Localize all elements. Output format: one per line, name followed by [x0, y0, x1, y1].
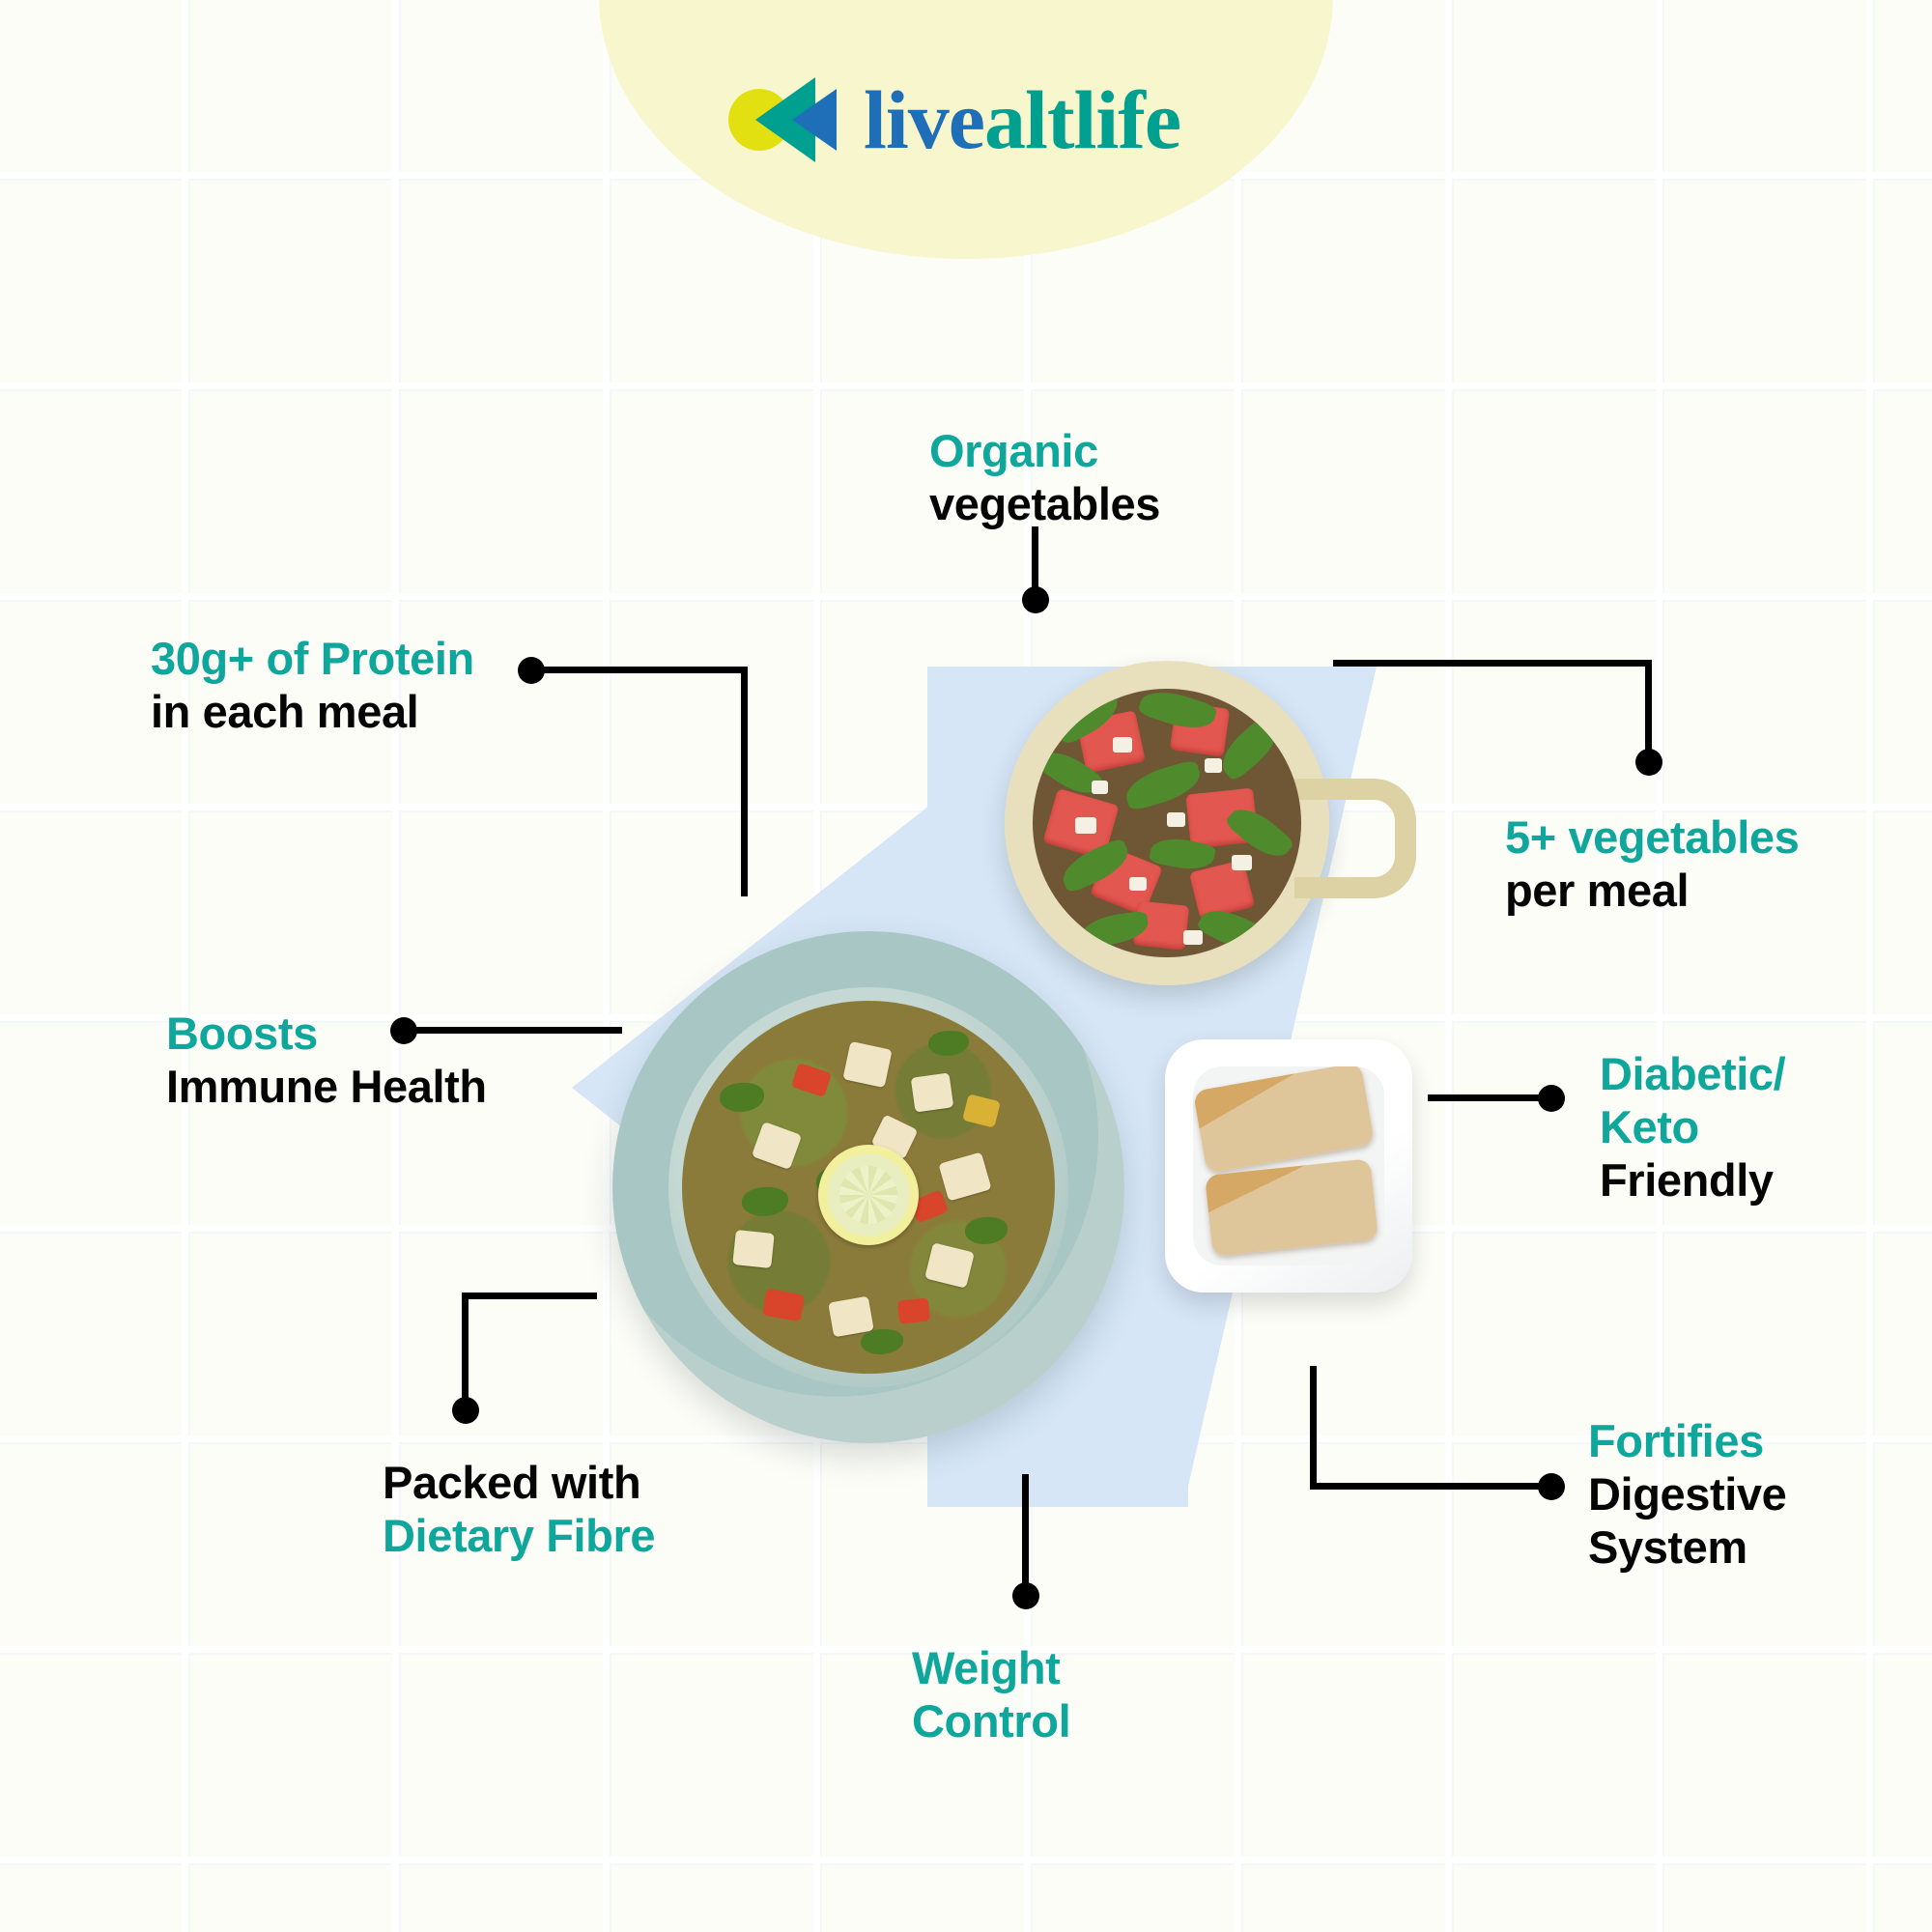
connector-dot-diabetic-keto	[1538, 1085, 1565, 1112]
feature-line2: Immune Health	[166, 1060, 487, 1112]
feature-line3: System	[1588, 1520, 1747, 1573]
feature-line1: Diabetic/	[1600, 1048, 1786, 1099]
connector-protein-h	[533, 667, 748, 673]
logo-text-altlife: altlife	[983, 73, 1181, 166]
lemon-slice	[818, 1144, 919, 1245]
feature-label-protein: 30g+ of Protein in each meal	[151, 633, 474, 739]
feature-line2: Dietary Fibre	[383, 1509, 656, 1561]
connector-fibre-h	[462, 1293, 597, 1299]
feature-line2: Control	[912, 1694, 1071, 1747]
connector-diabetic-keto-h	[1428, 1094, 1551, 1101]
bread-dish-well	[1193, 1066, 1384, 1265]
feature-line1: Packed with	[383, 1457, 641, 1508]
feature-line1: Weight	[912, 1642, 1061, 1693]
connector-organic-vegetables	[1032, 526, 1038, 604]
soup-bowl-rim	[668, 987, 1068, 1387]
feature-label-digestive-system: Fortifies Digestive System	[1588, 1415, 1787, 1575]
triangle-blue-icon	[792, 89, 837, 151]
feature-label-diabetic-keto: Diabetic/ Keto Friendly	[1600, 1048, 1786, 1208]
logo-text-live: live	[864, 73, 985, 166]
feature-label-dietary-fibre: Packed with Dietary Fibre	[383, 1457, 656, 1563]
connector-five-veg-h	[1333, 660, 1652, 667]
connector-dot-digestive	[1538, 1473, 1565, 1500]
connector-five-veg-v	[1645, 660, 1652, 766]
soup-contents	[682, 1001, 1055, 1374]
feature-label-organic-vegetables: Organic vegetables	[929, 425, 1160, 531]
connector-dot-weight-control	[1012, 1582, 1039, 1609]
connector-protein-v	[741, 667, 748, 896]
logo-mark	[728, 75, 864, 164]
connector-weight-control-v	[1022, 1474, 1029, 1600]
connector-dot-organic-vegetables	[1022, 586, 1049, 613]
connector-immune-health-h	[406, 1027, 622, 1034]
soup-bowl-image	[612, 931, 1124, 1443]
feature-line2: in each meal	[151, 685, 419, 737]
feature-label-weight-control: Weight Control	[912, 1642, 1071, 1748]
connector-fibre-v	[462, 1293, 469, 1414]
feature-line3: Friendly	[1600, 1153, 1774, 1206]
connector-digestive-v	[1310, 1366, 1317, 1490]
feature-line2: Digestive	[1588, 1467, 1787, 1520]
connector-digestive-h	[1310, 1483, 1551, 1490]
connector-dot-five-veg	[1635, 749, 1662, 776]
salad-contents	[1033, 689, 1301, 957]
connector-dot-fibre	[452, 1397, 479, 1424]
feature-line1: Fortifies	[1588, 1415, 1764, 1466]
feature-line1: Boosts	[166, 1008, 318, 1059]
bread-dish-image	[1165, 1039, 1412, 1293]
feature-line2: vegetables	[929, 477, 1160, 529]
feature-line1: 30g+ of Protein	[151, 633, 474, 684]
feature-line2: per meal	[1505, 864, 1690, 916]
mug-handle	[1294, 779, 1416, 898]
brand-logo[interactable]: live altlife	[728, 73, 1181, 166]
feature-line1: Organic	[929, 425, 1098, 476]
feature-label-five-vegetables: 5+ vegetables per meal	[1505, 811, 1800, 918]
feature-line1: 5+ vegetables	[1505, 811, 1800, 863]
feature-line2: Keto	[1600, 1100, 1699, 1152]
salad-mug-image	[1005, 661, 1416, 985]
feature-label-immune-health: Boosts Immune Health	[166, 1008, 487, 1114]
